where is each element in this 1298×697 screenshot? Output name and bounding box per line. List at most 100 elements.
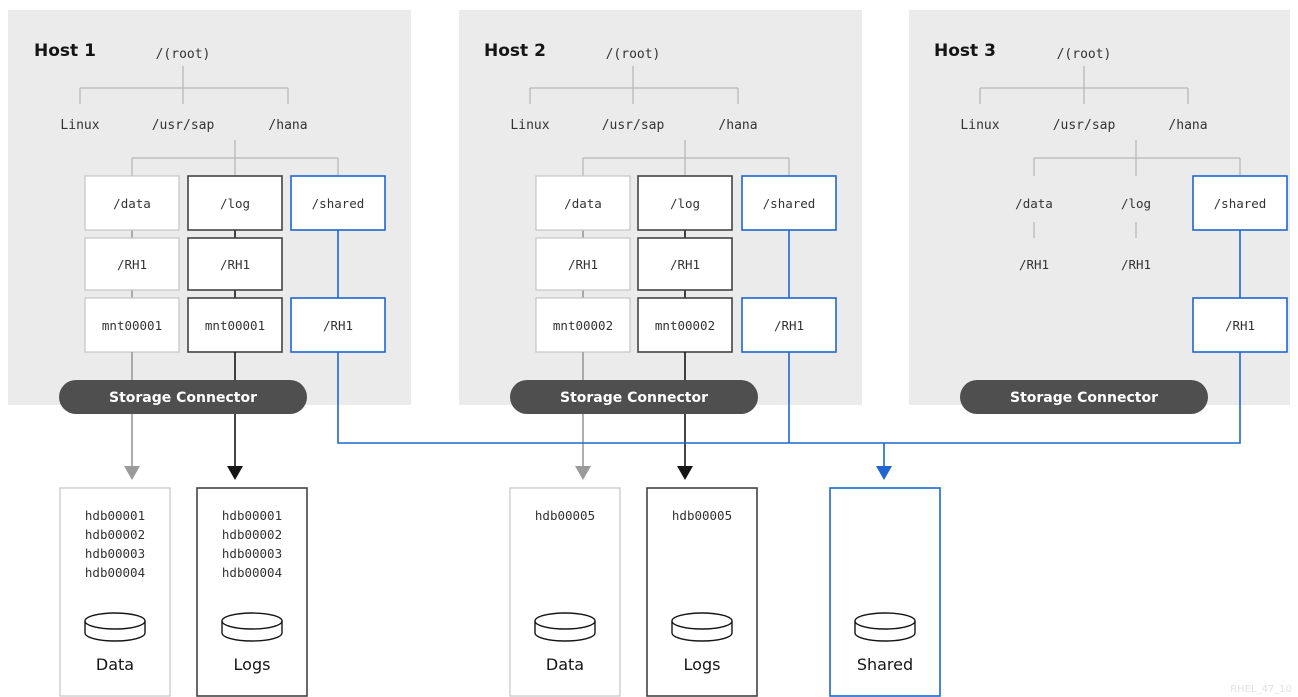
storage-connector-label: Storage Connector (109, 390, 257, 406)
disk-icon (534, 612, 596, 642)
log-sid-label: /RH1 (1121, 257, 1151, 272)
data-sid-box (535, 237, 631, 291)
storage-label: Data (546, 655, 584, 674)
data-sid-box (84, 237, 180, 291)
shared-sid-box (1192, 297, 1288, 353)
data-dir-box (535, 175, 631, 231)
watermark: RHEL_47_10 (1230, 684, 1292, 695)
log-mnt-box (187, 297, 283, 353)
log-dir-label: /log (220, 196, 250, 211)
data-dir-label: /data (564, 196, 602, 211)
volume-id: hdb00004 (85, 565, 145, 580)
storage-connector-host-2: Storage Connector (510, 380, 758, 414)
storage-connector-host-3: Storage Connector (960, 380, 1208, 414)
shared-dir-label: /shared (763, 196, 816, 211)
storage-connector-label: Storage Connector (560, 390, 708, 406)
data-arrow-icon (124, 466, 140, 480)
host-2-title: Host 2 (484, 41, 546, 61)
shared-dir-label: /shared (1214, 196, 1267, 211)
shared-sid-box (741, 297, 837, 353)
log-sid-label: /RH1 (220, 257, 250, 272)
data-dir-label: /data (113, 196, 151, 211)
dir-linux: Linux (960, 118, 999, 133)
shared-sid-box (290, 297, 386, 353)
volume-id: hdb00004 (222, 565, 282, 580)
disk-icon (221, 612, 283, 642)
storage-connector-host-1: Storage Connector (59, 380, 307, 414)
hana-tree-lines (1033, 140, 1241, 176)
host-2-panel: Host 2 /(root) Linux /usr/sap /hana /dat… (459, 10, 862, 405)
storage-logs-1: hdb00001 hdb00002 hdb00003 hdb00004 Logs (196, 487, 308, 697)
volume-id: hdb00001 (222, 508, 282, 523)
hana-tree-lines (131, 140, 339, 176)
volume-id: hdb00005 (535, 508, 595, 523)
shared-dir-label: /shared (312, 196, 365, 211)
data-dir-box (84, 175, 180, 231)
dir-linux: Linux (510, 118, 549, 133)
log-dir-label: /log (1121, 196, 1151, 211)
shared-sid-label: /RH1 (774, 318, 804, 333)
log-mnt-label: mnt00002 (655, 318, 715, 333)
root-label: /(root) (156, 47, 211, 62)
volume-id: hdb00002 (85, 527, 145, 542)
storage-connector-label: Storage Connector (1010, 390, 1158, 406)
shared-link-bus (337, 352, 1241, 466)
hana-tree-lines (582, 140, 790, 176)
shared-sid-label: /RH1 (1225, 318, 1255, 333)
log-mnt-label: mnt00001 (205, 318, 265, 333)
log-dir-label: /log (670, 196, 700, 211)
storage-data-1: hdb00001 hdb00002 hdb00003 hdb00004 Data (59, 487, 171, 697)
storage-label: Data (96, 655, 134, 674)
dir-hana: /hana (268, 118, 307, 133)
volume-id: hdb00003 (85, 546, 145, 561)
volume-id: hdb00002 (222, 527, 282, 542)
data-dir-label: /data (1015, 196, 1053, 211)
storage-data-2: hdb00005 Data (509, 487, 621, 697)
disk-icon (854, 612, 916, 642)
storage-logs-2: hdb00005 Logs (646, 487, 758, 697)
host-3-panel: Host 3 /(root) Linux /usr/sap /hana /dat… (909, 10, 1290, 405)
log-sid-label: /RH1 (670, 257, 700, 272)
storage-label: Logs (684, 655, 721, 674)
log-dir-box (187, 175, 283, 231)
root-tree-lines (529, 66, 739, 104)
storage-label: Logs (234, 655, 271, 674)
data-sid-label: /RH1 (117, 257, 147, 272)
log-arrow-icon (677, 466, 693, 480)
data-sid-label: /RH1 (568, 257, 598, 272)
root-label: /(root) (606, 47, 661, 62)
data-mnt-label: mnt00002 (553, 318, 613, 333)
volume-id: hdb00001 (85, 508, 145, 523)
dir-usr-sap: /usr/sap (602, 118, 665, 133)
shared-dir-box (1192, 175, 1288, 231)
volume-id: hdb00005 (672, 508, 732, 523)
log-sid-box (187, 237, 283, 291)
host-3-title: Host 3 (934, 41, 996, 61)
dir-hana: /hana (718, 118, 757, 133)
dir-usr-sap: /usr/sap (1053, 118, 1116, 133)
data-mnt-label: mnt00001 (102, 318, 162, 333)
storage-label: Shared (857, 655, 913, 674)
shared-sid-label: /RH1 (323, 318, 353, 333)
storage-shared: Shared (829, 487, 941, 697)
disk-icon (84, 612, 146, 642)
log-sid-box (637, 237, 733, 291)
host-1-panel: Host 1 /(root) Linux /usr/sap /hana /dat… (8, 10, 411, 405)
dir-usr-sap: /usr/sap (152, 118, 215, 133)
shared-arrow-icon (876, 466, 892, 480)
disk-icon (671, 612, 733, 642)
log-dir-box (637, 175, 733, 231)
host-1-title: Host 1 (34, 41, 96, 61)
data-arrow-icon (575, 466, 591, 480)
dir-hana: /hana (1168, 118, 1207, 133)
root-tree-lines (79, 66, 289, 104)
data-sid-label: /RH1 (1019, 257, 1049, 272)
log-arrow-icon (227, 466, 243, 480)
volume-id: hdb00003 (222, 546, 282, 561)
shared-dir-box (290, 175, 386, 231)
log-mnt-box (637, 297, 733, 353)
root-tree-lines (979, 66, 1189, 104)
root-label: /(root) (1057, 47, 1112, 62)
shared-dir-box (741, 175, 837, 231)
